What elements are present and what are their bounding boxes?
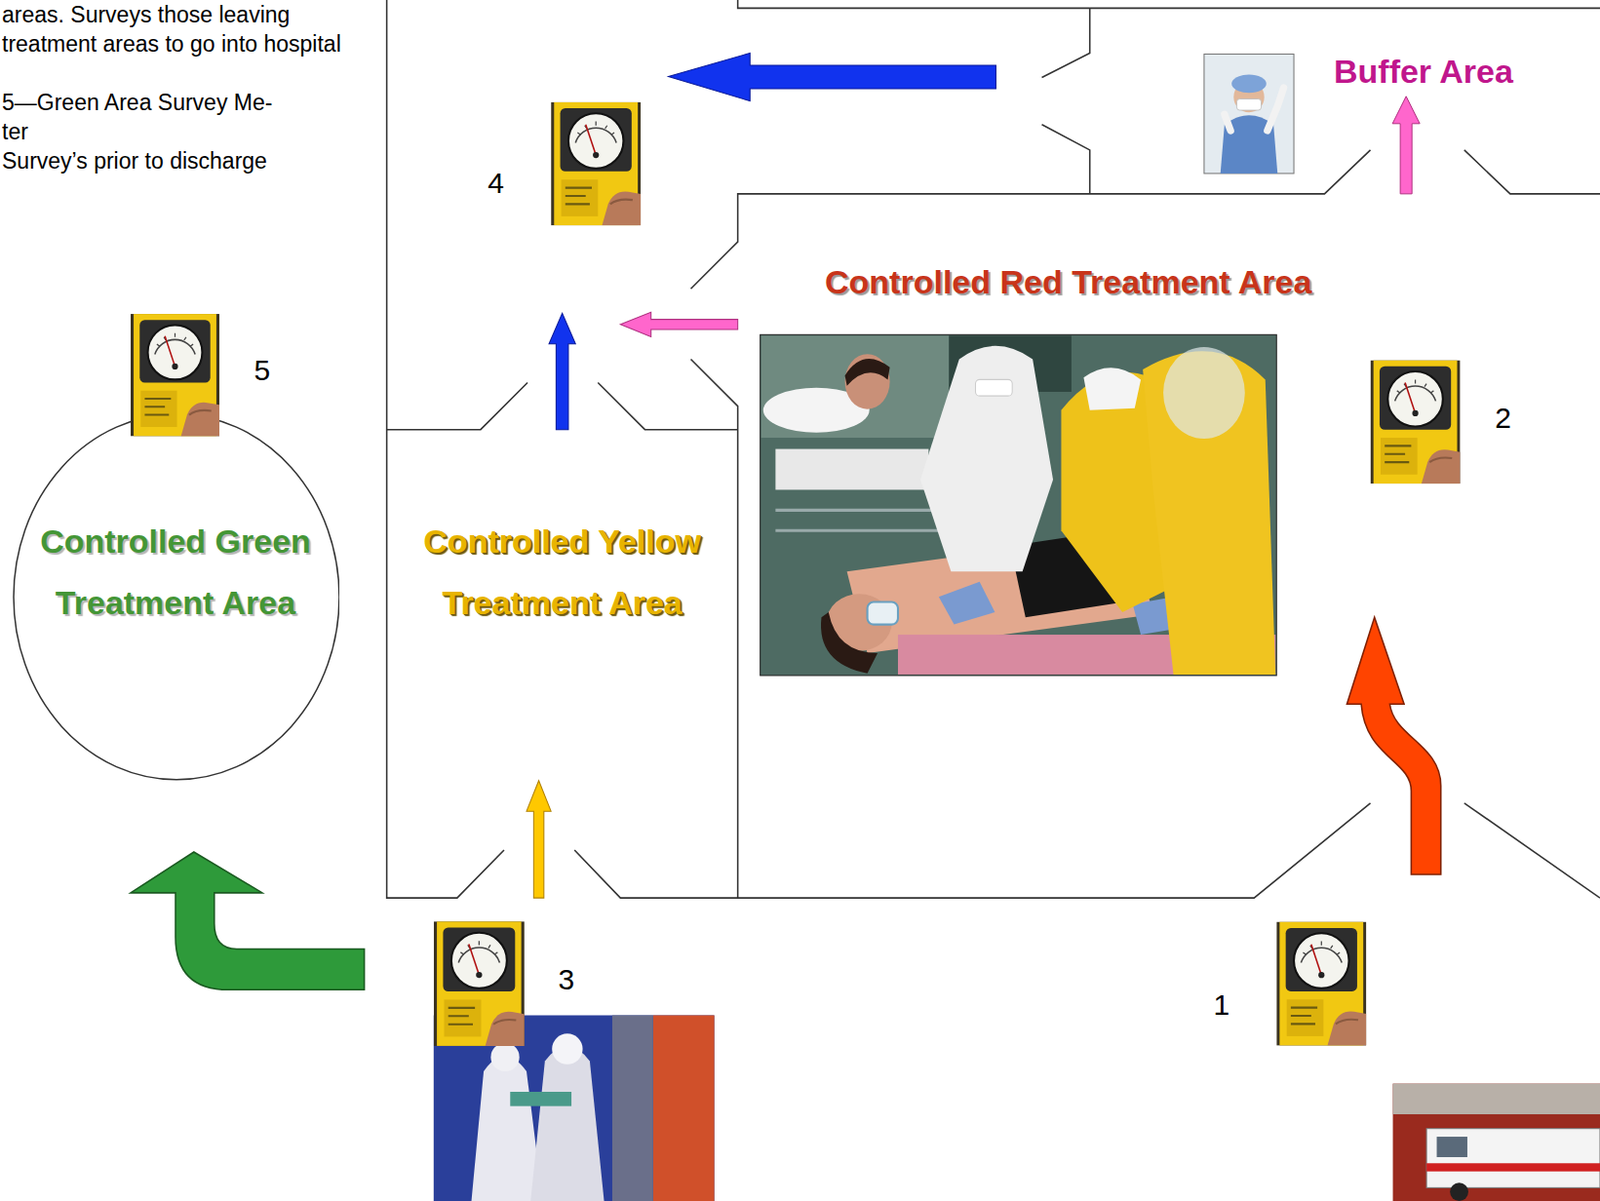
- wall-lines: [1464, 150, 1600, 195]
- ambulance-photo: [1393, 1084, 1600, 1201]
- survey-meter: [1276, 922, 1366, 1047]
- treatment-photo: [845, 353, 891, 410]
- nurse-photo: [1224, 114, 1231, 131]
- wall-lines: [387, 383, 528, 430]
- area-outline: [13, 414, 340, 781]
- green-arrow: [130, 852, 365, 990]
- treatment-area: Controlled Green Treatment Area: [12, 413, 341, 781]
- wall-lines: [1464, 803, 1600, 898]
- ambulance-photo: [1426, 1163, 1600, 1171]
- ambulance-photo: [1426, 1129, 1600, 1189]
- treatment-photo: [938, 582, 996, 625]
- area-title: Buffer Area: [1333, 52, 1514, 91]
- survey-meter: [130, 313, 220, 436]
- decon-photo: [653, 1014, 715, 1201]
- decon-photo: [490, 1043, 519, 1072]
- callout-number: 4: [487, 165, 505, 201]
- callout-number: 2: [1494, 400, 1512, 436]
- ambulance-photo: [1437, 1136, 1468, 1158]
- treatment-photo: [761, 335, 950, 438]
- treatment-area: Controlled Red Treatment Area: [738, 194, 1600, 898]
- treatment-photo: [1083, 367, 1141, 410]
- survey-meter: [433, 921, 525, 1047]
- area-title: Controlled Red Treatment Area: [824, 263, 1312, 302]
- note-text: Survey’s prior to discharge: [1, 146, 268, 176]
- wall-lines: [1042, 124, 1091, 195]
- area-title: Controlled Yellow Treatment Area: [411, 510, 714, 634]
- ambulance-photo: [1393, 1084, 1600, 1201]
- treatment-photo: [975, 379, 1014, 396]
- note-text: areas. Surveys those leaving treatment a…: [1, 0, 344, 59]
- ambulance-photo: [1449, 1182, 1469, 1201]
- survey-meter: [1370, 359, 1461, 484]
- wall-lines: [1042, 7, 1091, 78]
- blue-arrow: [667, 52, 996, 101]
- treatment-photo: [1163, 347, 1246, 439]
- flow-arrows: [130, 52, 1442, 990]
- nurse-photo: [1267, 87, 1285, 131]
- survey-meter: [550, 102, 641, 227]
- treatment-photo: [775, 509, 949, 531]
- nurse-photo: [1204, 53, 1294, 173]
- callout-number: 5: [254, 352, 272, 389]
- callout-number: 3: [557, 962, 575, 998]
- wall-lines: [574, 803, 1370, 898]
- decon-photo: [612, 1014, 654, 1201]
- buffer-area: Buffer Area: [1327, 46, 1520, 97]
- treatment-photo: [920, 346, 1054, 572]
- survey-meter: [433, 102, 1461, 1047]
- wall-lines: [738, 0, 1600, 8]
- treatment-photo: [760, 334, 1278, 676]
- decon-photo: [471, 1055, 544, 1201]
- red-arrow: [1346, 617, 1441, 875]
- nurse-photo: [1231, 74, 1267, 93]
- treatment-photo: [867, 602, 898, 625]
- flow-arrow: [1392, 96, 1420, 195]
- callout-number: 1: [1212, 987, 1230, 1023]
- blue-arrow: [548, 312, 576, 430]
- ambulance-photo: [1393, 1084, 1600, 1115]
- wall-lines: [387, 0, 1600, 898]
- treatment-photo: [845, 358, 891, 387]
- decon-photo: [551, 1033, 583, 1064]
- survey-meter: [130, 313, 220, 436]
- treatment-photo: [760, 334, 1278, 676]
- pink-arrow: [620, 312, 738, 337]
- treatment-area: Controlled Yellow Treatment Area: [387, 429, 739, 898]
- area-title: Controlled Green Treatment Area: [29, 510, 322, 634]
- wall-lines: [597, 383, 738, 430]
- note-text: 5—Green Area Survey Me- ter: [1, 87, 304, 147]
- wall-lines: [691, 358, 739, 898]
- nurse-photo: [1204, 53, 1294, 173]
- treatment-photo: [775, 449, 929, 491]
- nurse-photo: [1236, 99, 1261, 112]
- decon-photo: [509, 1092, 572, 1107]
- yellow-arrow: [526, 780, 551, 898]
- wall-lines: [387, 0, 505, 898]
- decon-photo: [530, 1046, 604, 1201]
